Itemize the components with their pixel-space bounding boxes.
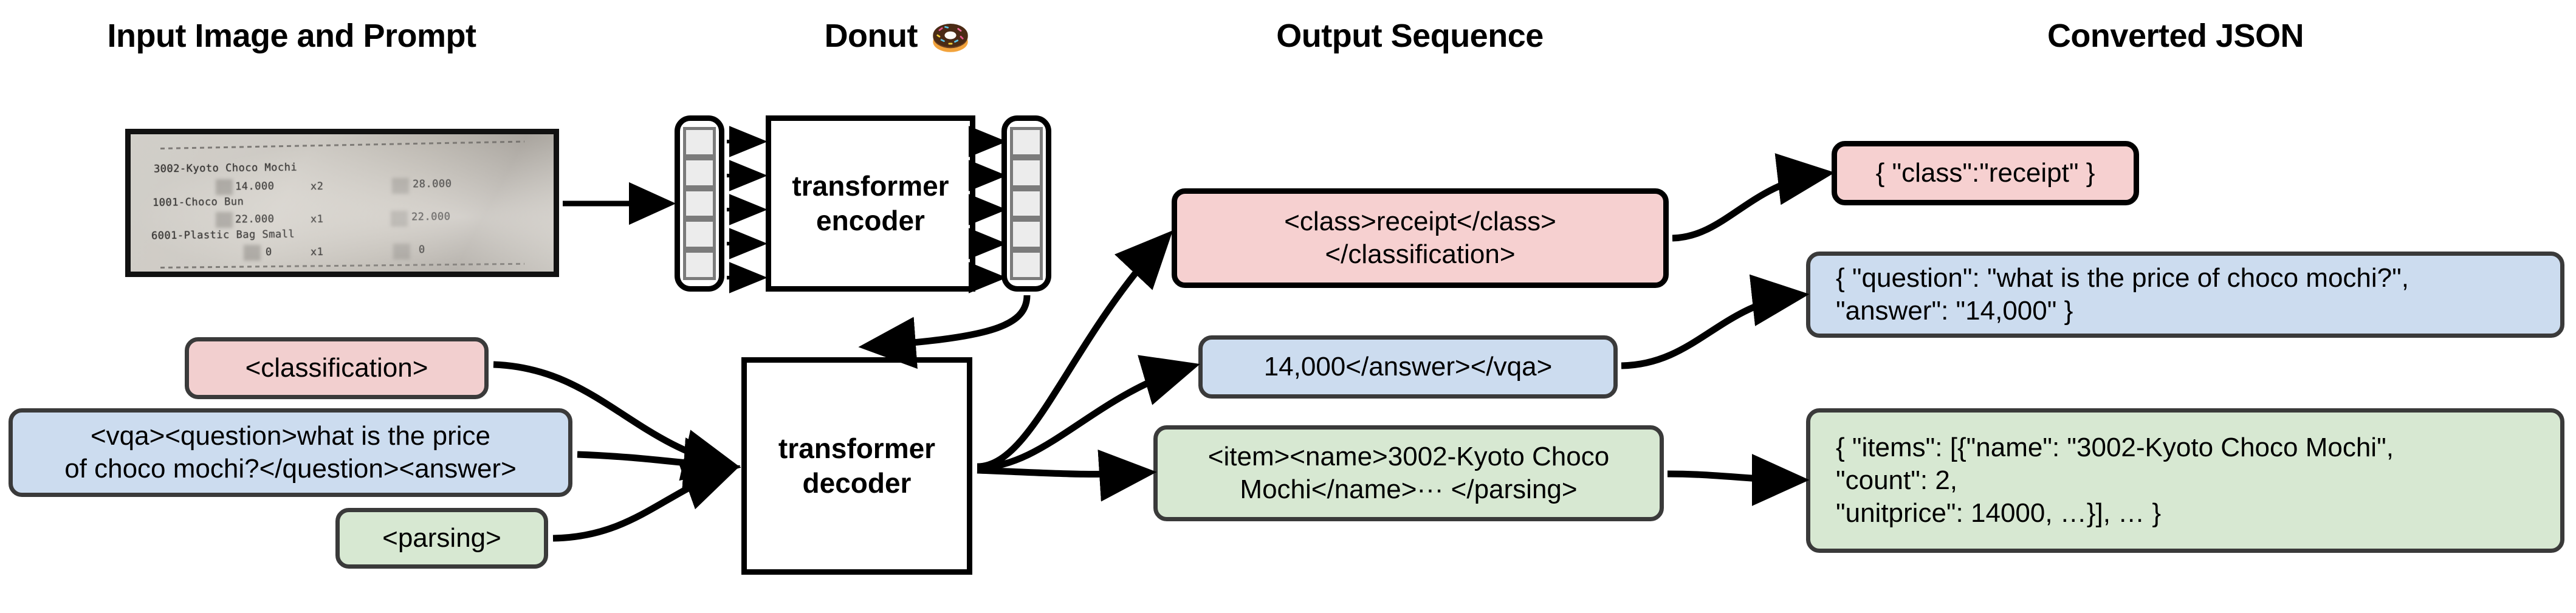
header-donut: Donut — [824, 18, 918, 54]
prompt-vqa-label: <vqa><question>what is the price of choc… — [64, 421, 517, 484]
arrow-output-to-json-vqa — [1621, 274, 1810, 369]
header-output-sequence: Output Sequence — [1276, 18, 1544, 54]
output-classification[interactable]: <class>receipt</class> </classification> — [1172, 188, 1669, 288]
donut-emoji — [930, 13, 971, 55]
output-classification-label: <class>receipt</class> </classification> — [1284, 207, 1556, 269]
output-parsing-label: <item><name>3002-Kyoto Choco Mochi</name… — [1207, 442, 1610, 504]
arrow-output-to-json-parsing — [1667, 454, 1810, 506]
output-parsing[interactable]: <item><name>3002-Kyoto Choco Mochi</name… — [1153, 425, 1664, 521]
arrow-encoder-output-to-decoder — [858, 295, 1031, 369]
receipt-redaction-total-1 — [392, 178, 409, 194]
arrow-decoder-to-output-vqa — [977, 355, 1200, 471]
token-square — [683, 188, 716, 219]
token-square — [683, 127, 716, 158]
encoder-input-token-column — [675, 115, 724, 292]
output-vqa-label: 14,000</answer></vqa> — [1263, 352, 1553, 382]
header-input-image-and-prompt: Input Image and Prompt — [107, 18, 476, 54]
token-square — [683, 249, 716, 281]
arrow-parsing-to-decoder — [552, 460, 741, 542]
arrow-decoder-to-output-classification — [977, 230, 1173, 470]
token-square — [1010, 127, 1043, 158]
arrow-group-tokens-to-encoder — [727, 126, 768, 293]
prompt-parsing-label: <parsing> — [382, 523, 501, 553]
transformer-encoder-block: transformer encoder — [766, 115, 975, 292]
json-vqa-label: { "question": "what is the price of choc… — [1836, 263, 2409, 326]
token-square — [1010, 219, 1043, 250]
transformer-decoder-block: transformer decoder — [741, 357, 972, 575]
arrow-group-encoder-to-tokens — [969, 126, 1007, 293]
json-classification[interactable]: { "class":"receipt" } — [1832, 141, 2139, 205]
receipt-redaction-1 — [216, 179, 233, 195]
receipt-redaction-3 — [244, 245, 261, 261]
encoder-output-token-column — [1001, 115, 1051, 292]
json-classification-label: { "class":"receipt" } — [1875, 158, 2095, 188]
arrow-output-to-json-classification — [1672, 153, 1835, 242]
arrow-decoder-to-output-parsing — [977, 449, 1157, 502]
token-square — [1010, 249, 1043, 281]
token-square — [1010, 188, 1043, 219]
prompt-classification[interactable]: <classification> — [185, 337, 489, 399]
receipt-redaction-2 — [216, 212, 233, 228]
token-square — [1010, 157, 1043, 188]
json-parsing-label: { "items": [{"name": "3002-Kyoto Choco M… — [1836, 433, 2394, 528]
prompt-vqa[interactable]: <vqa><question>what is the price of choc… — [9, 408, 572, 497]
output-vqa[interactable]: 14,000</answer></vqa> — [1198, 335, 1618, 399]
transformer-decoder-label: transformer decoder — [778, 432, 936, 499]
prompt-parsing[interactable]: <parsing> — [335, 508, 548, 569]
receipt-redaction-total-2 — [391, 211, 408, 227]
token-square — [683, 219, 716, 250]
arrow-classification-to-decoder — [493, 361, 741, 481]
receipt-redaction-total-3 — [393, 244, 410, 259]
prompt-classification-label: <classification> — [245, 353, 428, 383]
token-square — [683, 157, 716, 188]
header-converted-json: Converted JSON — [2047, 18, 2304, 54]
transformer-encoder-label: transformer encoder — [792, 170, 949, 237]
